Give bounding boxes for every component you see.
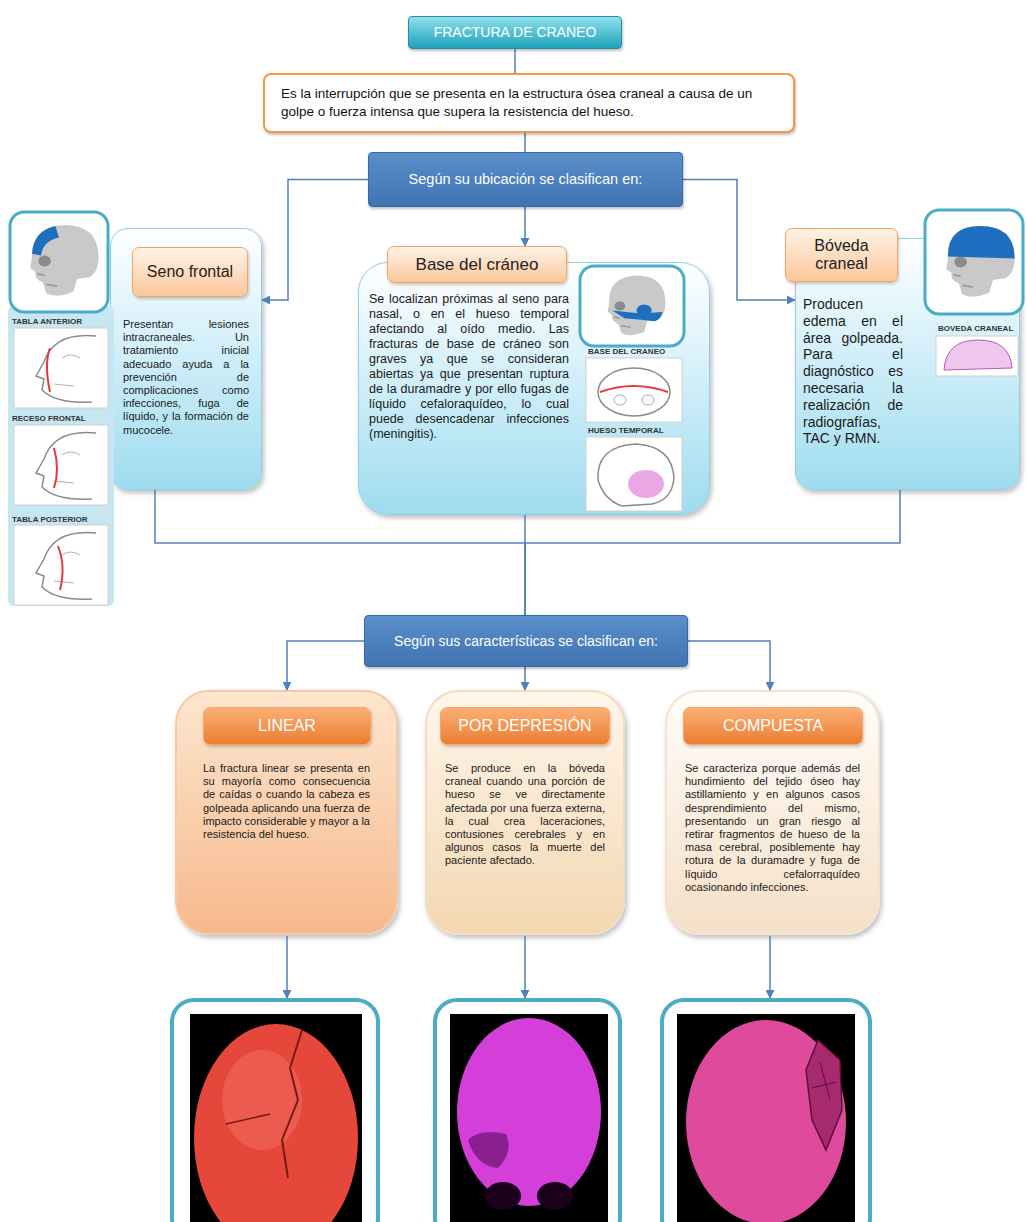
decor-shape: [677, 1014, 855, 1222]
image-label: RECESO FRONTAL: [12, 415, 86, 424]
decor-shape: [282, 1030, 302, 1178]
decor-shape: [946, 226, 1014, 297]
decor-shape: [662, 1000, 870, 1222]
connector: [524, 133, 526, 152]
connector: [262, 180, 368, 301]
panel-heading: Seno frontal: [132, 247, 248, 297]
decor-shape: [226, 1114, 270, 1124]
decor-shape: [642, 395, 654, 405]
decor-shape: [600, 386, 668, 392]
decor-shape: [812, 1062, 836, 1100]
decor-shape: [47, 348, 50, 392]
panel-body: Se produce en la bóveda craneal cuando u…: [445, 762, 605, 868]
decor-shape: [8, 306, 114, 606]
connector: [514, 49, 516, 73]
decor-shape: [586, 437, 682, 511]
decor-shape: [286, 936, 288, 998]
decor-shape: [32, 226, 59, 256]
decor-shape: [925, 210, 1023, 314]
decor-shape: [10, 212, 108, 312]
image-label: TABLA POSTERIOR: [12, 516, 88, 525]
node-text: Es la interrupción que se presenta en la…: [281, 85, 777, 120]
definition-box: Es la interrupción que se presenta en la…: [263, 73, 795, 133]
image-label: HUESO TEMPORAL: [588, 427, 664, 436]
decor-shape: [580, 266, 684, 346]
decor-shape: [948, 226, 1015, 258]
type-panel: LINEAR La fractura linear se presenta en …: [175, 690, 398, 935]
category-band: Según sus características se clasifican …: [364, 615, 688, 667]
panel-heading: LINEAR: [203, 707, 371, 745]
decor-shape: [598, 444, 674, 506]
decor-shape: [485, 1182, 521, 1210]
panel-body: La fractura linear se presenta en su may…: [203, 762, 370, 841]
panel-heading: Base del cráneo: [387, 246, 567, 283]
title-box: FRACTURA DE CRANEO: [408, 16, 622, 49]
decor-shape: [608, 276, 666, 336]
connector: [524, 667, 526, 690]
decor-shape: [524, 936, 526, 998]
decor-shape: [435, 1000, 620, 1222]
location-panel: Bóveda cranealProducen edema en el área …: [795, 238, 1020, 490]
image-label: BOVEDA CRANEAL: [938, 325, 1013, 334]
node-text: Según sus características se clasifican …: [394, 632, 658, 650]
decor-shape: [468, 1132, 509, 1168]
decor-shape: [944, 340, 1012, 370]
location-panel: Base del cráneo Se localizan próximas al …: [358, 246, 710, 515]
connector: [688, 641, 770, 690]
panel-body: Se caracteriza porque además del hundimi…: [685, 762, 860, 894]
panel-heading: COMPUESTA: [683, 707, 863, 745]
type-panel: POR DEPRESIÓN Se produce en la bóveda cra…: [425, 690, 625, 935]
decor-shape: [586, 358, 682, 422]
panel-body: Producen edema en el área golpeada. Para…: [803, 296, 903, 447]
decor-shape: [30, 225, 98, 296]
decor-shape: [30, 225, 98, 296]
decor-shape: [14, 425, 108, 505]
decor-shape: [936, 336, 1018, 376]
image-label: TABLA ANTERIOR: [12, 318, 82, 327]
type-panel: COMPUESTA Se caracteriza porque además de…: [665, 690, 880, 935]
decor-shape: [194, 1024, 358, 1222]
panel-body: Presentan lesiones intracraneales. Un tr…: [123, 318, 249, 437]
decor-shape: [769, 936, 771, 998]
decor-shape: [946, 226, 1014, 297]
image-label: BASE DEL CRANEO: [588, 348, 665, 357]
node-text: Según su ubicación se clasifican en:: [409, 170, 643, 189]
decor-shape: [598, 368, 670, 416]
decor-shape: [628, 470, 664, 498]
decor-shape: [637, 304, 652, 316]
panel-heading: Bóveda craneal: [785, 228, 898, 282]
panel-heading: POR DEPRESIÓN: [440, 707, 610, 745]
decor-shape: [14, 328, 108, 408]
connector: [524, 207, 526, 246]
decor-shape: [608, 276, 666, 336]
category-band: Según su ubicación se clasifican en:: [368, 152, 683, 207]
decor-shape: [537, 1182, 573, 1210]
decor-shape: [14, 525, 108, 605]
decor-shape: [457, 1018, 601, 1206]
node-text: FRACTURA DE CRANEO: [434, 23, 597, 41]
decor-shape: [614, 395, 626, 405]
panel-body: Se localizan próximas al seno para nasal…: [369, 292, 569, 442]
decor-shape: [806, 1040, 842, 1150]
location-panel: Seno frontalPresentan lesiones intracran…: [110, 228, 262, 490]
decor-shape: [54, 448, 57, 488]
decor-shape: [450, 1014, 608, 1222]
decor-shape: [686, 1020, 846, 1222]
connector: [287, 641, 364, 690]
decor-shape: [58, 546, 63, 590]
